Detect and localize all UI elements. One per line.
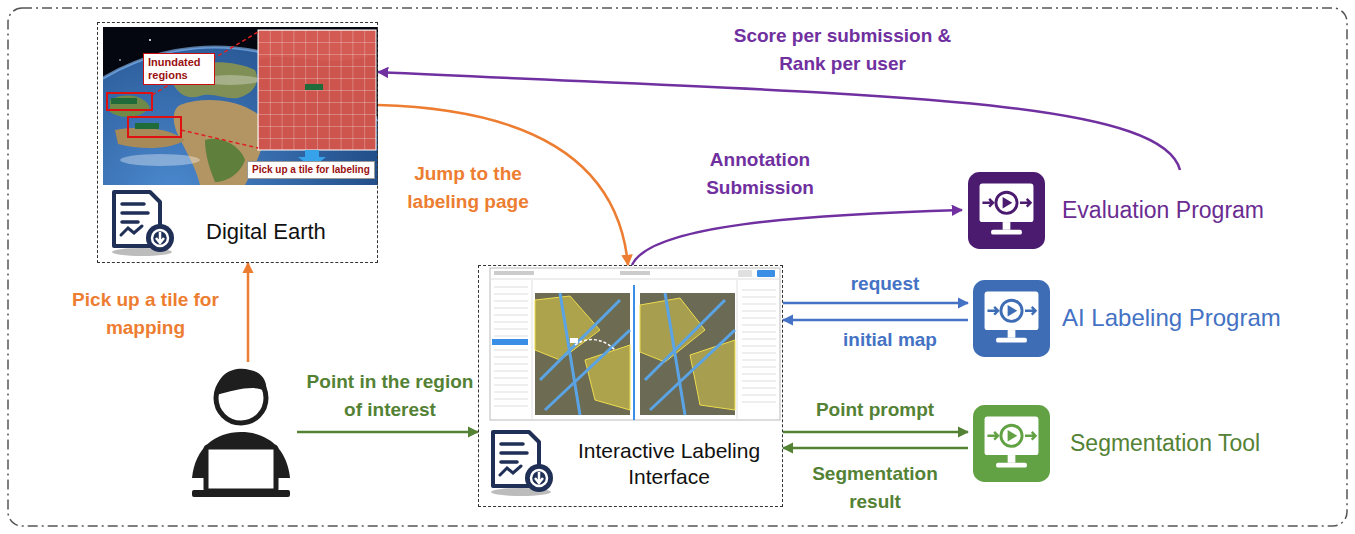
screen-panel: Interactive Labeling Interface xyxy=(478,265,783,507)
node-title: Evaluation Program xyxy=(1062,196,1264,225)
outer-frame xyxy=(8,8,1347,526)
program-node: Evaluation Program xyxy=(962,170,1307,250)
earth-screenshot xyxy=(103,27,378,185)
edge-label: Pick up a tile for mapping xyxy=(53,286,238,342)
flow-arrow xyxy=(783,302,968,305)
flow-arrow xyxy=(632,210,962,265)
node-title: Digital Earth xyxy=(206,218,326,246)
edge-label: Jump to the labeling page xyxy=(393,160,543,216)
edge-label: Point prompt xyxy=(805,396,945,424)
program-node: AI Labeling Program xyxy=(968,278,1313,358)
ai-labeling-icon xyxy=(973,280,1050,357)
caption-box: Pick up a tile for labeling xyxy=(247,161,375,179)
flow-arrow xyxy=(783,447,968,450)
edge-label: request xyxy=(835,270,935,298)
screen-panel: Digital Earth xyxy=(97,22,378,263)
document-icon xyxy=(491,432,553,496)
program-node: Segmentation Tool xyxy=(968,403,1288,483)
labeling-screenshot xyxy=(490,268,780,420)
user-icon xyxy=(192,369,290,497)
flow-arrow xyxy=(783,319,968,322)
flow-arrow xyxy=(783,431,968,434)
callout-label: Inundated regions xyxy=(143,53,215,85)
evaluation-icon xyxy=(968,172,1045,249)
edge-label: Score per submission & Rank per user xyxy=(715,22,970,78)
flow-arrow xyxy=(247,263,250,362)
flow-arrow xyxy=(297,431,478,434)
flow-arrow xyxy=(378,105,628,265)
edge-label: Point in the region of interest xyxy=(305,368,475,424)
edge-label: Annotation Submission xyxy=(690,146,830,202)
node-title: AI Labeling Program xyxy=(1062,303,1281,333)
node-title: Interactive Labeling Interface xyxy=(574,438,764,491)
user-node xyxy=(187,362,297,502)
edge-label: initial map xyxy=(830,326,950,354)
segmentation-icon xyxy=(973,405,1050,482)
edge-label: Segmentation result xyxy=(800,460,950,516)
document-icon xyxy=(112,192,174,256)
node-title: Segmentation Tool xyxy=(1070,429,1260,458)
